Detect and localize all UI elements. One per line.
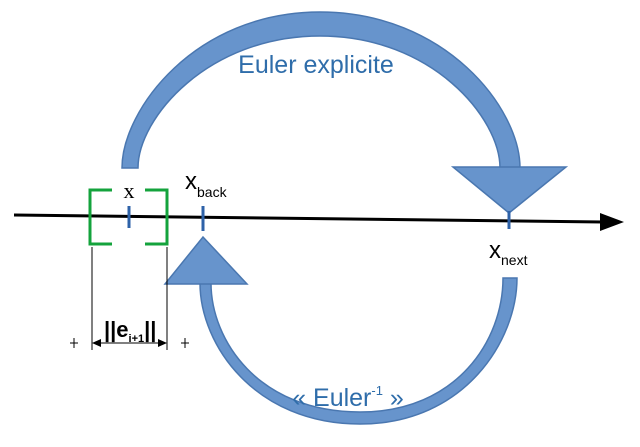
euler-inverse-arrow	[163, 235, 518, 425]
x-back-subscript: back	[197, 184, 228, 200]
error-arrowhead-left-icon	[92, 339, 101, 347]
euler-inverse-arrowhead-icon	[163, 235, 249, 285]
axis-arrowhead-icon	[600, 213, 624, 231]
euler-explicit-arrow	[121, 11, 569, 214]
error-norm-close: ||	[144, 317, 156, 342]
euler-explicit-arrowhead-icon	[450, 166, 569, 214]
error-measure	[70, 247, 189, 350]
x-label: x	[124, 178, 135, 203]
x-next-label: xnext	[489, 237, 528, 268]
bracket-left	[88, 188, 112, 246]
error-norm-subscript: i+1	[129, 333, 145, 345]
axis-line	[13, 213, 604, 224]
x-back-base: x	[185, 168, 197, 195]
euler-inverse-exponent: -1	[371, 383, 383, 398]
bracket-right	[145, 188, 169, 246]
axis	[13, 213, 624, 231]
x-next-subscript: next	[501, 252, 528, 268]
error-arrowhead-right-icon	[158, 339, 167, 347]
euler-inverse-open: « Euler	[292, 384, 371, 412]
error-norm-label: ||ei+1||	[104, 317, 156, 345]
euler-explicit-label: Euler explicite	[238, 51, 394, 79]
euler-explicit-arc	[121, 11, 521, 169]
x-neighborhood-bracket	[88, 188, 169, 246]
x-next-base: x	[489, 237, 501, 264]
x-back-label: xback	[185, 168, 228, 200]
error-norm-open: ||e	[104, 317, 129, 342]
euler-inverse-label: « Euler-1 »	[292, 383, 404, 412]
euler-inverse-close: »	[383, 384, 404, 412]
